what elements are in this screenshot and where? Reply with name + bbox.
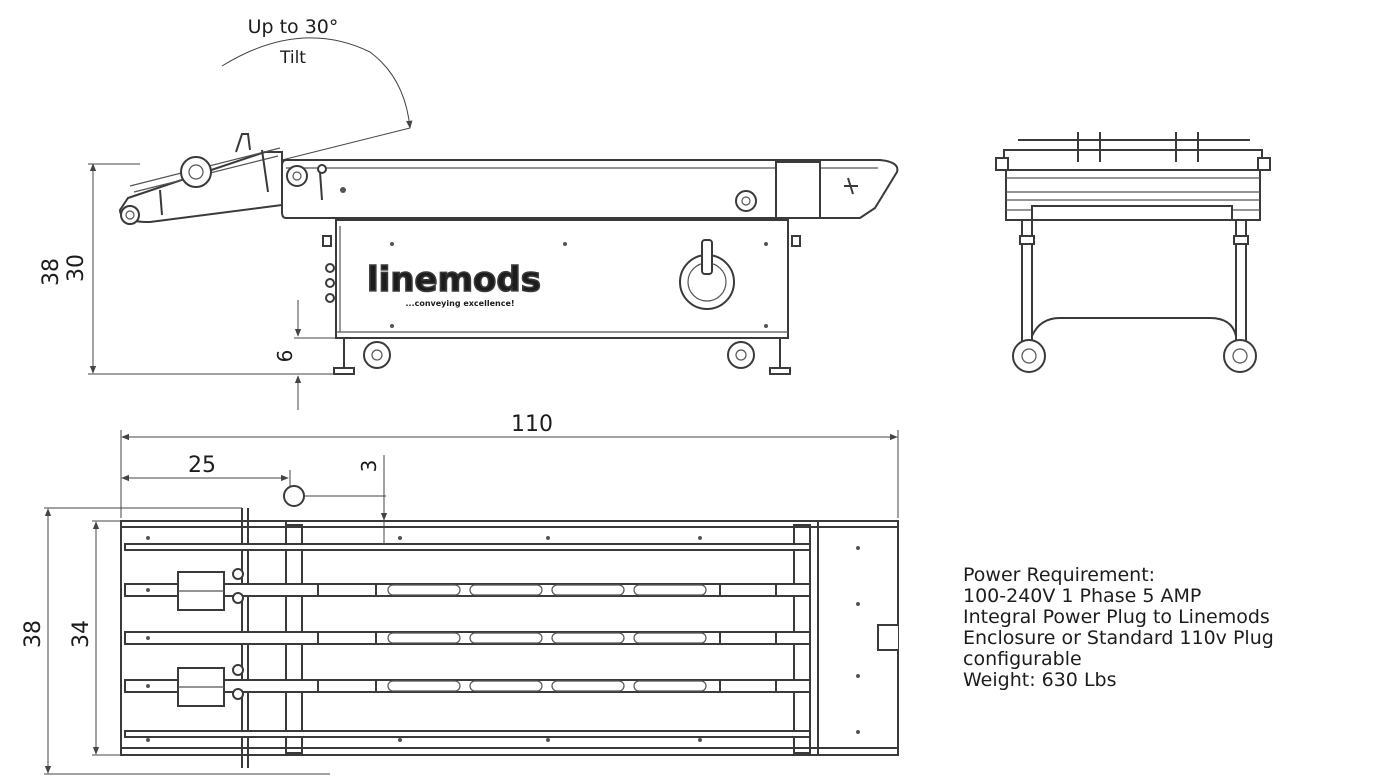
length-dimensions: 110 25 3 [120,412,899,545]
end-view [995,132,1271,373]
infeed-end-roller [120,205,140,225]
origin-marker [283,485,305,507]
rail-offset-label: 3 [357,460,381,473]
spec-weight: Weight: 630 Lbs [963,669,1117,691]
drive-roller [735,190,757,212]
belt-rails [124,543,811,738]
tilt-value-label: Up to 30° [248,16,339,38]
height-dimensions: 38 30 [39,163,334,375]
height-overall-label: 38 [39,258,64,286]
caster-right [727,341,755,369]
infeed-clamps [177,568,244,707]
width-dimensions: 38 34 [21,507,330,775]
leg-clearance-label: 6 [273,350,297,363]
offset-label: 25 [188,453,216,478]
width-belt-label: 34 [69,620,94,648]
infeed-wheel [180,156,212,188]
linemods-tagline: ...conveying excellence! [405,299,514,308]
spec-power-heading: Power Requirement: [963,564,1156,586]
frame-bolts [146,536,860,742]
width-overall-label: 38 [21,620,46,648]
caster-left [363,341,391,369]
spec-plug-line-3: configurable [963,648,1082,670]
end-caster-right [1223,339,1257,373]
conveyor-bed [281,159,899,219]
infeed-section [118,133,283,225]
legs-and-casters [333,338,791,375]
tilt-arc [221,37,413,129]
tension-roller [286,165,308,187]
drive-housing [775,161,821,219]
spec-power-rating: 100-240V 1 Phase 5 AMP [963,585,1202,607]
side-view: Up to 30° Tilt [39,16,899,410]
height-infeed-label: 30 [64,254,89,282]
tilt-reference-line [281,127,411,161]
spec-plug-line-1: Integral Power Plug to Linemods [963,606,1270,628]
leg-clearance-dimension: 6 [273,300,336,410]
linemods-logo: linemods [367,260,541,300]
top-view: 38 34 110 25 3 [21,412,899,775]
spec-plug-line-2: Enclosure or Standard 110v Plug [963,627,1274,649]
tilt-label: Tilt [279,48,306,68]
length-label: 110 [511,412,553,437]
enclosure: linemods ...conveying excellence! [322,219,801,339]
end-caster-left [1012,339,1046,373]
spec-notes: Power Requirement: 100-240V 1 Phase 5 AM… [963,565,1274,691]
